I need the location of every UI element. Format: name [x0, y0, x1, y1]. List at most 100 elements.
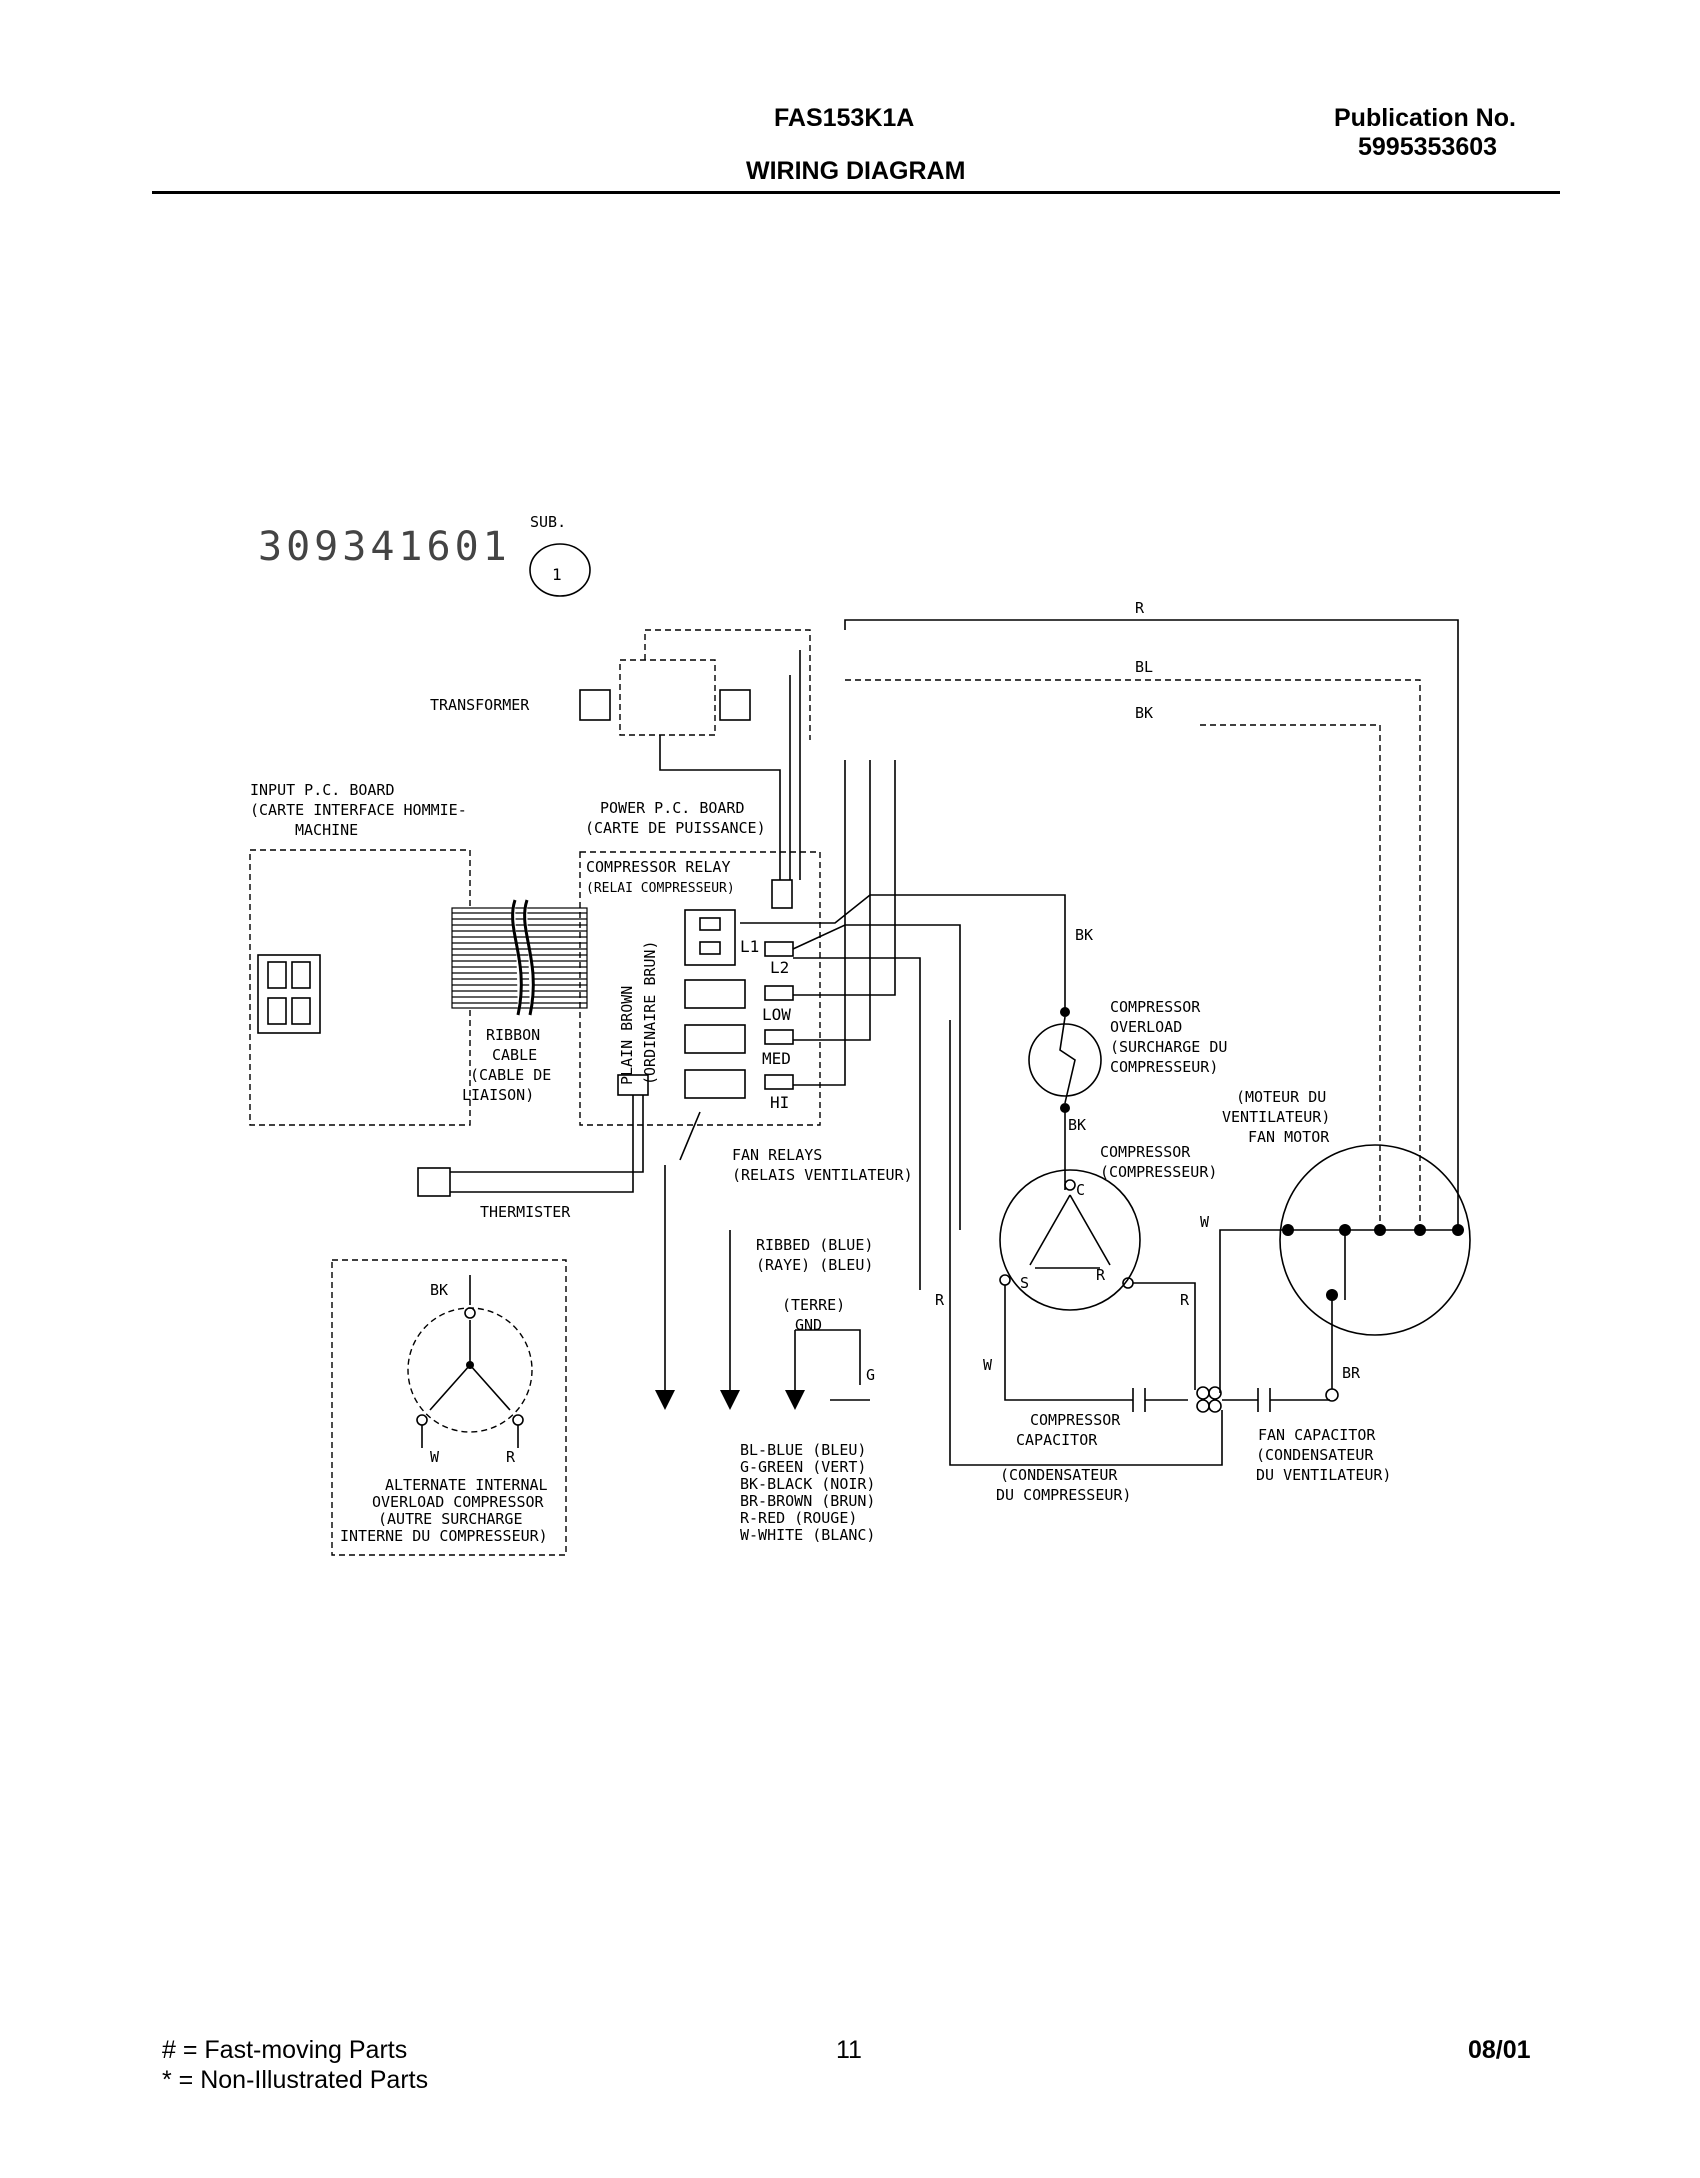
compressor-c: C	[1076, 1181, 1085, 1199]
fan-relay-low	[684, 979, 746, 1009]
fan-terminal-hi	[1374, 1224, 1386, 1236]
legend-non-illustrated: * = Non-Illustrated Parts	[162, 2066, 429, 2094]
inset-wire-bk: BK	[430, 1281, 448, 1299]
relay-contact-b	[699, 941, 721, 955]
transformer-right-terminal	[719, 689, 751, 721]
publication-number: 5995353603	[1358, 133, 1498, 161]
wire-code-w-fan: W	[1200, 1213, 1210, 1231]
publication-label: Publication No.	[1334, 104, 1516, 132]
overload-element	[1059, 1016, 1076, 1104]
inset-line1: ALTERNATE INTERNAL	[385, 1476, 548, 1494]
compressor-relay	[684, 909, 736, 966]
wire-arrows	[655, 1390, 805, 1410]
wire-black-overload	[740, 894, 1066, 1010]
wire-code-br: BR	[1342, 1364, 1361, 1382]
inset-line2: OVERLOAD COMPRESSOR	[372, 1493, 545, 1511]
inset-line3: (AUTRE SURCHARGE	[378, 1510, 523, 1528]
compressor-line2: (COMPRESSEUR)	[1100, 1163, 1217, 1181]
power-board-line2: (CARTE DE PUISSANCE)	[585, 819, 766, 837]
comp-cap-line2: CAPACITOR	[1016, 1431, 1098, 1449]
ribbon-line4: LIAISON)	[462, 1086, 534, 1104]
wire-blue-top	[845, 679, 1421, 1228]
wire-l2	[792, 924, 961, 1290]
terminal-med: MED	[762, 1049, 791, 1068]
display-digit-d	[291, 997, 311, 1025]
compressor-line1: COMPRESSOR	[1100, 1143, 1191, 1161]
fan-cap-line1: FAN CAPACITOR	[1258, 1426, 1376, 1444]
inset-terminal-c	[464, 1307, 476, 1319]
terminal-l1: L1	[740, 937, 759, 956]
wire-code-bk-overload: BK	[1075, 926, 1093, 944]
sub-circle	[529, 543, 591, 597]
overload-line3: (SURCHARGE DU	[1110, 1038, 1227, 1056]
low-terminal	[764, 985, 794, 1001]
fan-motor-line2: VENTILATEUR)	[1222, 1108, 1330, 1126]
inset-leads	[421, 1425, 519, 1448]
l2-terminal	[764, 941, 794, 957]
transformer-left-terminal	[579, 689, 611, 721]
terminal-low: LOW	[762, 1005, 791, 1024]
legend-green: G-GREEN (VERT)	[740, 1458, 866, 1476]
condensateur-line2: DU COMPRESSEUR)	[996, 1486, 1131, 1504]
fan-cap-node	[1325, 1388, 1339, 1402]
ground-wires	[664, 1165, 870, 1401]
compressor-overload	[1028, 1023, 1102, 1097]
legend-brown: BR-BROWN (BRUN)	[740, 1492, 875, 1510]
fan-terminal-low	[1452, 1224, 1464, 1236]
compressor-capacitor-plates	[1132, 1388, 1146, 1412]
overload-line2: OVERLOAD	[1110, 1018, 1182, 1036]
input-board-line2: (CARTE INTERFACE HOMMIE-	[250, 801, 467, 819]
fan-relay-hi	[684, 1069, 746, 1099]
transformer-lead-a	[644, 629, 811, 740]
terminal-l2: L2	[770, 958, 789, 977]
terminal-hi: HI	[770, 1093, 789, 1112]
wire-red-top	[844, 619, 1459, 1228]
wire-red-compressor	[1133, 1282, 1196, 1390]
cap-node-d	[1208, 1399, 1222, 1413]
wire-code-r-top: R	[1135, 599, 1145, 617]
overload-line1: COMPRESSOR	[1110, 998, 1201, 1016]
display-digit-a	[267, 961, 287, 989]
inset-wire-r: R	[506, 1448, 516, 1466]
comp-cap-line1: COMPRESSOR	[1030, 1411, 1121, 1429]
fan-terminal-com	[1339, 1224, 1351, 1236]
display-window	[257, 954, 321, 1034]
inset-terminal-s	[416, 1414, 428, 1426]
transformer-core	[619, 659, 716, 736]
fan-terminal-med	[1414, 1224, 1426, 1236]
compressor-windings	[1029, 1194, 1111, 1269]
cap-node-b	[1208, 1386, 1222, 1400]
fan-relays-line1: FAN RELAYS	[732, 1146, 822, 1164]
ribbed-line1: RIBBED (BLUE)	[756, 1236, 873, 1254]
transformer-connector	[771, 879, 793, 909]
compressor-relay-line1: COMPRESSOR RELAY	[586, 858, 731, 876]
transformer-label: TRANSFORMER	[430, 696, 530, 714]
wire-red-capacitor	[949, 1020, 1223, 1466]
inset-line4: INTERNE DU COMPRESSEUR)	[340, 1527, 548, 1545]
fan-terminal-br	[1326, 1289, 1338, 1301]
relay-contact-a	[699, 917, 721, 931]
input-board-line1: INPUT P.C. BOARD	[250, 781, 395, 799]
ribbon-line3: (CABLE DE	[470, 1066, 551, 1084]
wire-white-fan	[1219, 1229, 1288, 1393]
ground-line2: GND	[795, 1316, 822, 1334]
fan-motor-windings	[1288, 1229, 1460, 1300]
legend-black: BK-BLACK (NOIR)	[740, 1475, 875, 1493]
wire-white-capacitor	[1004, 1285, 1100, 1401]
transformer-lead-b	[659, 735, 781, 880]
header-rule	[152, 191, 1560, 194]
fan-relay-med	[684, 1024, 746, 1054]
legend-white: W-WHITE (BLANC)	[740, 1526, 875, 1544]
display-digit-c	[267, 997, 287, 1025]
cap-node-c	[1196, 1399, 1210, 1413]
legend-fast-moving: # = Fast-moving Parts	[162, 2036, 408, 2064]
ribbon-cable	[451, 899, 588, 1016]
fan-relays-line2: (RELAIS VENTILATEUR)	[732, 1166, 913, 1184]
wire-code-bl-top: BL	[1135, 658, 1153, 676]
wire-code-r-cap: R	[935, 1291, 945, 1309]
sub-number: 1	[552, 565, 562, 584]
compressor	[999, 1169, 1141, 1311]
input-board-line3: MACHINE	[295, 821, 358, 839]
compressor-relay-line2: (RELAI COMPRESSEUR)	[586, 881, 735, 896]
plain-brown-line2: (ORDINAIRE BRUN)	[641, 941, 659, 1086]
